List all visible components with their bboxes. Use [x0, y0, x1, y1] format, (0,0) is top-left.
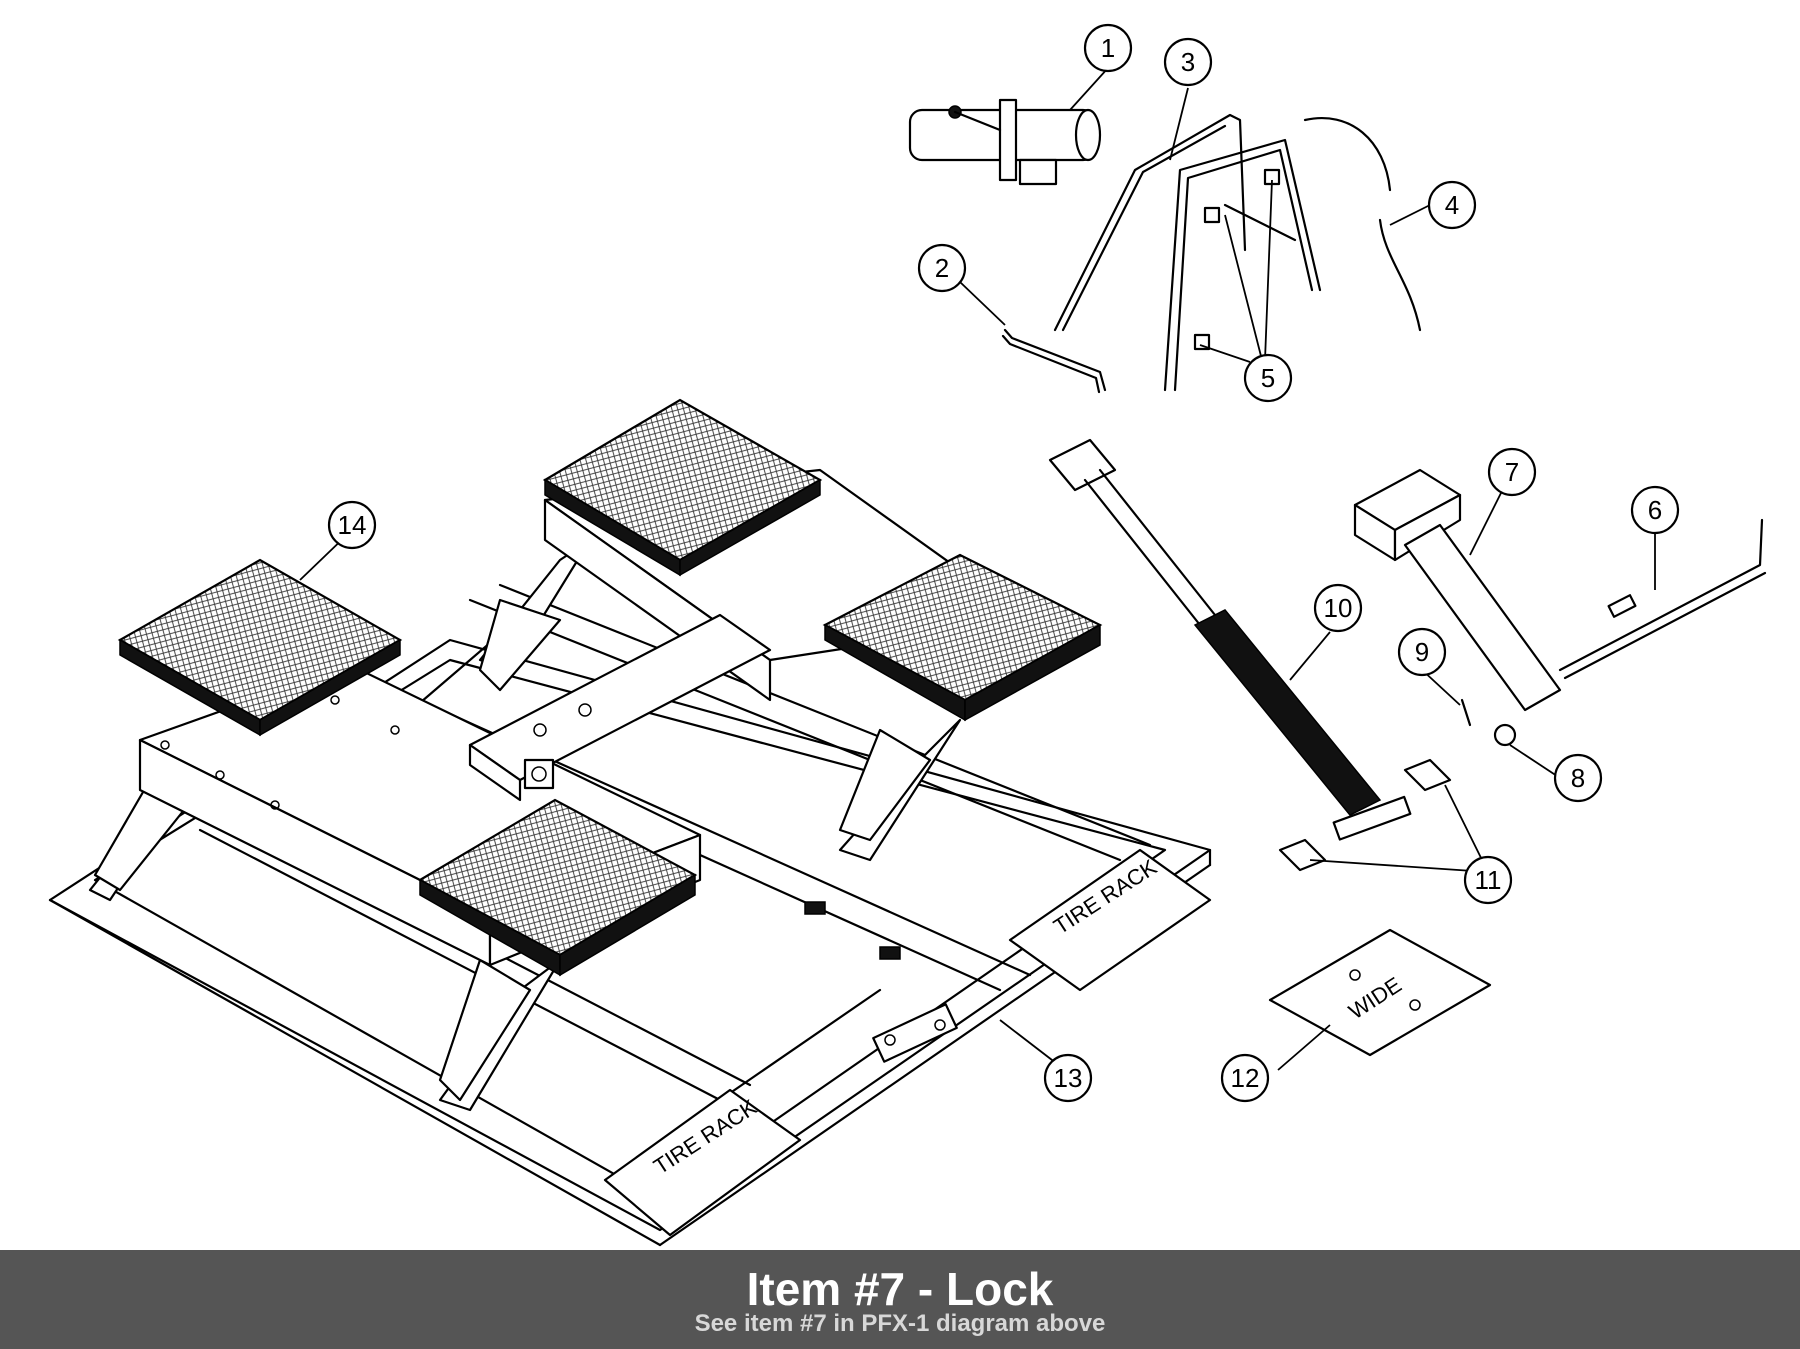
svg-text:10: 10 — [1324, 593, 1353, 623]
callout-8: 8 — [1553, 753, 1603, 803]
lift-pad-front — [417, 798, 698, 977]
power-unit — [908, 98, 1102, 186]
callout-1: 1 — [1083, 23, 1133, 73]
lock-assembly — [1353, 468, 1562, 712]
svg-text:4: 4 — [1445, 190, 1459, 220]
svg-text:12: 12 — [1231, 1063, 1260, 1093]
caption-bar: Item #7 - Lock See item #7 in PFX-1 diag… — [0, 1250, 1800, 1349]
svg-text:13: 13 — [1054, 1063, 1083, 1093]
callout-14: 14 — [327, 500, 377, 550]
lock-bar — [1558, 518, 1767, 680]
exploded-parts-diagram: TIRE RACK TIRE RACK — [48, 23, 1767, 1247]
svg-text:2: 2 — [935, 253, 949, 283]
wide-adapter-plate: WIDE — [1268, 928, 1492, 1057]
callout-12: 12 — [1220, 1053, 1270, 1103]
release-handle — [1001, 328, 1107, 394]
cotter-pin — [1460, 698, 1472, 727]
svg-text:5: 5 — [1261, 363, 1275, 393]
svg-text:3: 3 — [1181, 47, 1195, 77]
lift-pad-top — [542, 398, 823, 577]
callout-4: 4 — [1427, 180, 1477, 230]
hydraulic-cylinder — [1048, 438, 1412, 841]
svg-text:7: 7 — [1505, 457, 1519, 487]
caption-subtitle: See item #7 in PFX-1 diagram above — [694, 1310, 1106, 1337]
tire-rack-plate-front: TIRE RACK — [603, 1088, 802, 1237]
callout-5: 5 — [1243, 353, 1293, 403]
svg-text:6: 6 — [1648, 495, 1662, 525]
clamps — [1278, 758, 1452, 872]
caption-title: Item #7 - Lock — [746, 1263, 1054, 1315]
svg-text:11: 11 — [1475, 865, 1502, 895]
svg-text:8: 8 — [1571, 763, 1585, 793]
svg-text:14: 14 — [338, 510, 367, 540]
svg-text:9: 9 — [1415, 637, 1429, 667]
safety-bars — [1053, 113, 1322, 392]
lift-pad-left — [117, 558, 403, 737]
callout-2: 2 — [917, 243, 967, 293]
callout-11: 11 — [1463, 855, 1513, 905]
svg-text:1: 1 — [1101, 33, 1115, 63]
lift-pad-right — [822, 553, 1103, 722]
scissor-arms — [88, 538, 962, 1112]
callout-3: 3 — [1163, 37, 1213, 87]
hydraulic-hose — [1303, 117, 1422, 332]
callout-10: 10 — [1313, 583, 1363, 633]
washer — [1493, 723, 1517, 747]
callout-7: 7 — [1487, 447, 1537, 497]
callout-6: 6 — [1630, 485, 1680, 535]
callout-9: 9 — [1397, 627, 1447, 677]
callout-13: 13 — [1043, 1053, 1093, 1103]
